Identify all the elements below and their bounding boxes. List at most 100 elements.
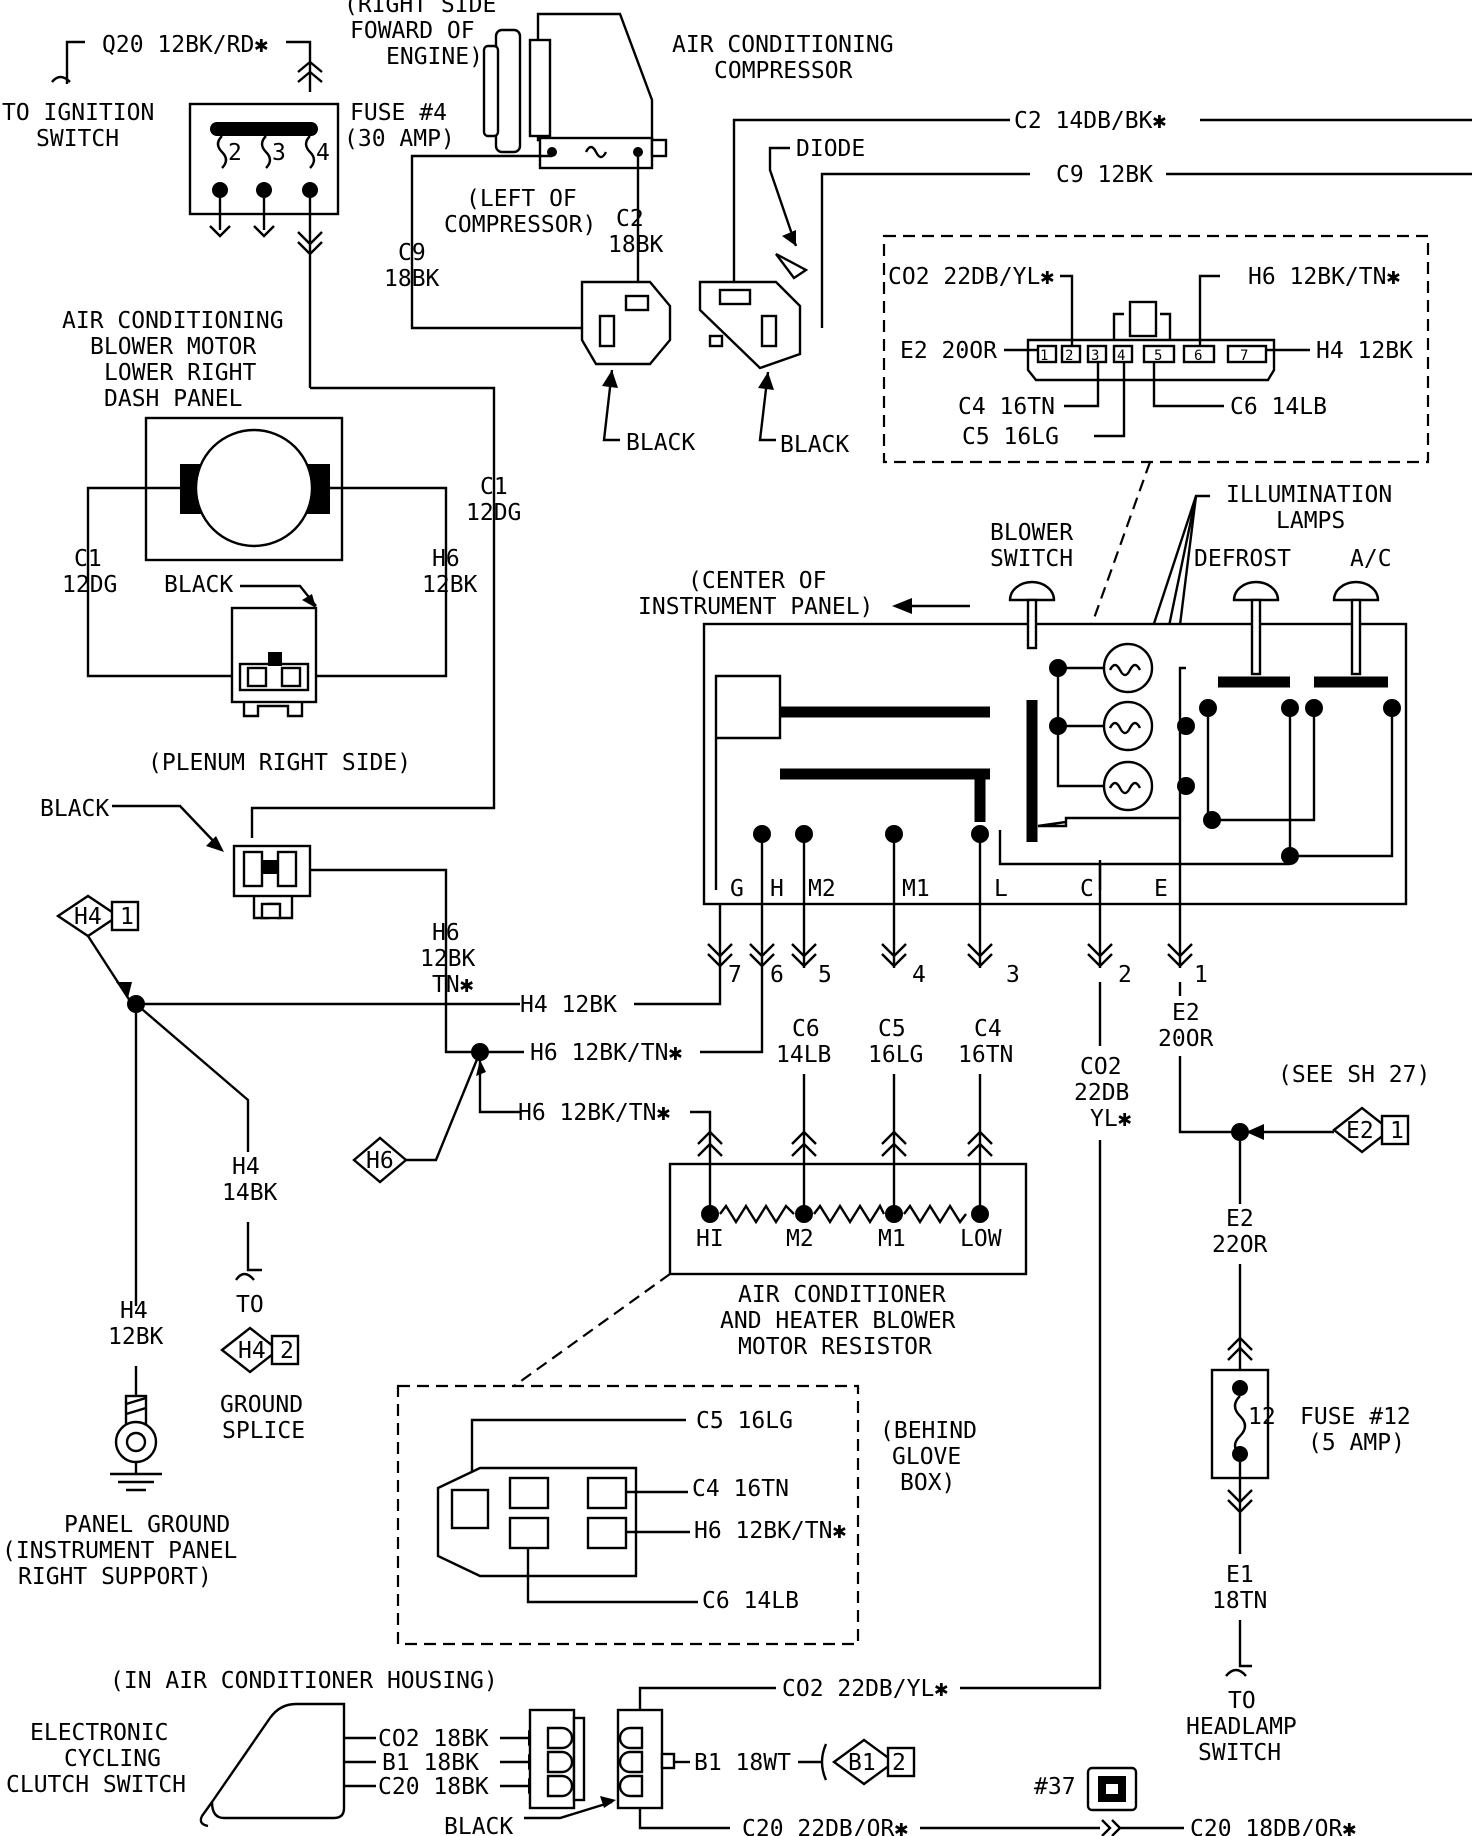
defrost-knob xyxy=(1232,580,1280,676)
h6-label: H6 12BK/TN✱ xyxy=(1248,264,1400,290)
illumination-label: ILLUMINATION xyxy=(1226,482,1392,508)
splice-37 xyxy=(1086,1766,1138,1812)
e2-22or-label-2: 22OR xyxy=(1212,1232,1268,1258)
compressor-body: (LEFT OF COMPRESSOR) xyxy=(444,12,668,238)
diode-connector xyxy=(698,252,809,370)
behind-glove-label-3: BOX) xyxy=(900,1470,955,1496)
panel-ground-label-2: (INSTRUMENT PANEL xyxy=(2,1538,237,1564)
b1-18bk-label: B1 18BK xyxy=(382,1750,479,1776)
svg-text:1: 1 xyxy=(120,904,134,930)
b1-tag: B1 2 xyxy=(831,1738,916,1786)
c20-22db-label: C20 22DB/OR✱ xyxy=(742,1816,908,1836)
h6-tn-label: H6 12BK/TN✱ xyxy=(694,1518,846,1544)
resistor-group: C6 14LB C5 16LG C4 16TN HI M2 M1 LOW AIR… xyxy=(513,1016,1028,1387)
ecc-label-2: CYCLING xyxy=(64,1746,161,1772)
fuse-terminals: 2 3 4 xyxy=(212,135,330,198)
h6-label: H6 xyxy=(432,546,460,572)
plenum-connector-color: BLACK xyxy=(40,796,109,822)
resistor-title-2: AND HEATER BLOWER xyxy=(720,1308,956,1334)
h4-12bk-wire: H4 12BK xyxy=(520,992,617,1018)
switch-connector-color: BLACK xyxy=(444,1814,513,1836)
terminal-letters: G H M2 M1 L C E xyxy=(730,876,1168,902)
tap-hi: HI xyxy=(696,1226,724,1252)
co2-18bk-label: CO2 18BK xyxy=(378,1726,489,1752)
c4-label: C4 16TN xyxy=(958,394,1055,420)
pin-5-label: 5 xyxy=(818,962,832,988)
c20-18bk-label: C20 18BK xyxy=(378,1774,489,1800)
connector-pins: 7 6 5 4 3 2 1 xyxy=(707,943,1208,988)
svg-text:2: 2 xyxy=(892,1750,906,1776)
c5-16lg-label: C5 16LG xyxy=(696,1408,793,1434)
motor-connector xyxy=(230,606,318,718)
co2-label-3: YL✱ xyxy=(1090,1106,1132,1132)
h6-tag: H6 xyxy=(352,1136,408,1184)
switch-harness-connector-b xyxy=(616,1708,676,1810)
blower-motor-title-2: BLOWER MOTOR xyxy=(90,334,256,360)
to-ignition-label-2: SWITCH xyxy=(36,126,119,152)
fuse-term-2: 2 xyxy=(228,140,242,166)
b1-18wt-label: B1 18WT xyxy=(694,1750,791,1776)
panel-ground-label-3: RIGHT SUPPORT) xyxy=(18,1564,212,1590)
pin-3-label: 3 xyxy=(1006,962,1020,988)
pin-7-label: 7 xyxy=(728,962,742,988)
h6-12bk-tn-wire: H6 12BK/TN✱ xyxy=(530,1040,682,1066)
h4-14bk-label-2: 14BK xyxy=(222,1180,278,1206)
compressor-location-3: ENGINE) xyxy=(386,44,483,70)
blower-motor-title: AIR CONDITIONING xyxy=(62,308,284,334)
svg-text:2: 2 xyxy=(280,1338,294,1364)
e2-label-2: 20OR xyxy=(1158,1026,1214,1052)
h4-14bk-label: H4 xyxy=(232,1154,260,1180)
center-panel-label-2: INSTRUMENT PANEL) xyxy=(638,594,873,620)
term-m1: M1 xyxy=(902,876,930,902)
c2-18bk-label-2: 18BK xyxy=(608,232,664,258)
blower-knob xyxy=(1008,580,1056,650)
term-g: G xyxy=(730,876,744,902)
ecc-label: ELECTRONIC xyxy=(30,1720,168,1746)
svg-text:H4: H4 xyxy=(74,904,102,930)
to-ignition-label: TO IGNITION xyxy=(2,100,154,126)
defrost-label: DEFROST xyxy=(1194,546,1291,572)
svg-text:B1: B1 xyxy=(848,1750,876,1776)
fuse-12-label: FUSE #12 xyxy=(1300,1404,1411,1430)
c6-14lb-label: C6 14LB xyxy=(702,1588,799,1614)
left-of-compressor: (LEFT OF xyxy=(466,186,577,212)
fuse-bus-bar xyxy=(210,122,318,136)
c2-14db-wire: C2 14DB/BK✱ xyxy=(1014,108,1166,134)
h6-12bk-tn-label: H6 xyxy=(432,920,460,946)
c5-label-2: 16LG xyxy=(868,1042,923,1068)
compressor-connector-color: BLACK xyxy=(626,430,695,456)
clutch-switch-group: (IN AIR CONDITIONER HOUSING) ELECTRONIC … xyxy=(6,1668,1356,1836)
h6-12bk-tn-wire-2: H6 12BK/TN✱ xyxy=(518,1100,670,1126)
plenum-label: (PLENUM RIGHT SIDE) xyxy=(148,750,411,776)
to-headlamp: TO xyxy=(1228,1688,1256,1714)
c5-label: C5 16LG xyxy=(962,424,1059,450)
co2-22db-label: CO2 22DB/YL✱ xyxy=(782,1676,948,1702)
blower-switch-label: BLOWER xyxy=(990,520,1073,546)
illumination-lamps xyxy=(1102,642,1154,812)
compressor-location: (RIGHT SIDE xyxy=(344,0,496,18)
blower-motor-title-3: LOWER RIGHT xyxy=(104,360,256,386)
e2-22or-label: E2 xyxy=(1226,1206,1254,1232)
pin-2-label: 2 xyxy=(1118,962,1132,988)
behind-glove-label: (BEHIND xyxy=(880,1418,977,1444)
h4-tag-1: H4 1 xyxy=(55,894,140,938)
tap-m1: M1 xyxy=(878,1226,906,1252)
c1-label-2: 12DG xyxy=(62,572,117,598)
h6-12bk-tn-label-3: TN✱ xyxy=(432,972,474,998)
diode-group: C2 14DB/BK✱ DIODE C9 12BK BLACK xyxy=(698,108,1472,458)
h4-tag-2: H4 2 xyxy=(220,1326,300,1374)
pin-4: 4 xyxy=(1117,348,1125,364)
co2-label-2: 22DB xyxy=(1074,1080,1129,1106)
c4-label-2: 16TN xyxy=(958,1042,1013,1068)
q20-wire-label: Q20 12BK/RD✱ xyxy=(102,32,268,58)
c1-right-label-2: 12DG xyxy=(466,500,521,526)
compressor-group: (RIGHT SIDE FOWARD OF ENGINE) AIR CONDIT… xyxy=(344,0,894,456)
fuse4-label: FUSE #4 xyxy=(350,100,447,126)
switch-connector-group: CO2 22DB/YL✱ H6 12BK/TN✱ E2 20OR H4 12BK… xyxy=(882,234,1430,464)
left-of-compressor-2: COMPRESSOR) xyxy=(444,212,596,238)
to-headlamp-3: SWITCH xyxy=(1198,1740,1281,1766)
c1-label: C1 xyxy=(74,546,102,572)
term-e: E xyxy=(1154,876,1168,902)
e1-label-2: 18TN xyxy=(1212,1588,1267,1614)
svg-text:H6: H6 xyxy=(366,1148,394,1174)
